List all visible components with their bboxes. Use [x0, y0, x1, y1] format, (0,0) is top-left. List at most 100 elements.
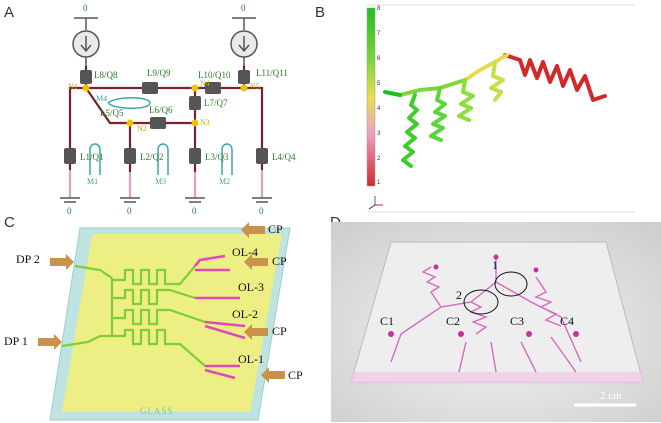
- resistor-l6: [150, 117, 166, 129]
- label-c3: C3: [510, 314, 525, 328]
- label-n1: N1: [68, 82, 78, 91]
- label-n4: N4: [200, 79, 210, 88]
- label-l6: L6/Q6: [149, 105, 173, 115]
- label-m2: M2: [219, 177, 231, 186]
- label-l2: L2/Q2: [140, 152, 164, 162]
- scale-label: 2 cm: [600, 390, 622, 402]
- label-l9: L9/Q9: [147, 68, 171, 78]
- label-c1: C1: [380, 314, 395, 328]
- outlet-ol4: [194, 254, 226, 267]
- label-l4: L4/Q4: [272, 152, 296, 162]
- ground-symbols: [60, 197, 272, 203]
- port-c2: [458, 331, 464, 337]
- arrow-cp-1: [241, 222, 265, 238]
- label-m4: M4: [96, 94, 108, 103]
- meander-m2: [221, 143, 233, 175]
- axis-triad: [368, 196, 383, 210]
- outlet-ol2: [204, 320, 246, 328]
- chip-meander-3: [112, 308, 206, 326]
- circuit-wires-pink: [68, 170, 264, 198]
- resistor-l11: [238, 70, 250, 84]
- pdms-layer: [62, 234, 282, 412]
- colorbar-tick: 8: [377, 6, 381, 12]
- node-n2: [126, 119, 134, 127]
- chip-meander-1: [112, 265, 196, 286]
- port-c1: [388, 331, 394, 337]
- meander-m4: [107, 97, 151, 109]
- port-top-2: [533, 267, 539, 273]
- chip-meander-2: [112, 288, 196, 306]
- ground-1-value: 0: [67, 206, 72, 216]
- resistor-l4: [256, 148, 268, 164]
- photo-channel-outlets: [458, 336, 577, 373]
- channel-meander-4: [489, 60, 505, 102]
- zone-1-label: 1: [492, 258, 498, 272]
- resistor-l8: [80, 70, 92, 84]
- colorbar-tick: 1: [377, 180, 381, 186]
- label-c4: C4: [560, 314, 575, 328]
- resistor-l2: [124, 148, 136, 164]
- photo-meander-center: [469, 301, 489, 335]
- label-c2: C2: [446, 314, 461, 328]
- node-n4: [191, 84, 199, 92]
- meander-m3: [157, 143, 169, 175]
- colorbar-tick: 3: [377, 131, 381, 137]
- label-cp-1: CP: [268, 222, 283, 236]
- chip-meander-4: [112, 328, 206, 367]
- photo-meander-right: [534, 276, 562, 327]
- label-glass: GLASS: [140, 406, 174, 416]
- node-n1: [82, 84, 90, 92]
- current-source-right: [230, 17, 258, 66]
- resistor-l10: [205, 82, 221, 94]
- source-left-value: 0: [83, 3, 88, 13]
- port-c3: [526, 331, 532, 337]
- chip-photo: [331, 222, 661, 422]
- label-cp-4: CP: [288, 368, 303, 382]
- colorbar-tick: 2: [377, 156, 381, 162]
- label-l10: L10/Q10: [198, 70, 231, 80]
- node-n5: [240, 84, 248, 92]
- arrow-dp1: [38, 334, 62, 350]
- colorbar: [366, 7, 376, 187]
- label-dp1: DP 1: [4, 334, 28, 348]
- channel-meander-3: [457, 78, 475, 122]
- channel-main-green: [398, 78, 467, 97]
- label-n2: N2: [137, 124, 147, 133]
- channel-meander-2: [429, 86, 447, 142]
- zone-2-ring: [463, 289, 499, 315]
- inlet-dp2: [74, 264, 113, 279]
- arrow-dp2: [50, 254, 74, 270]
- port-top-3: [493, 254, 499, 260]
- source-right-value: 0: [241, 3, 246, 13]
- colorbar-tick: 7: [377, 31, 381, 37]
- label-n5: N5: [250, 82, 260, 91]
- photo-channel-main: [390, 257, 497, 363]
- label-ol1: OL-1: [238, 352, 264, 366]
- inlet-dp1: [61, 335, 101, 348]
- label-ol2: OL-2: [232, 307, 258, 321]
- zone-2-label: 2: [456, 288, 462, 302]
- panel-a-letter: A: [4, 4, 15, 21]
- arrow-cp-3: [244, 324, 268, 340]
- ground-3-value: 0: [192, 206, 197, 216]
- resistor-l1: [64, 148, 76, 164]
- photo-edge: [351, 372, 643, 384]
- outlet-ol2b: [204, 324, 246, 340]
- label-m1: M1: [87, 177, 99, 186]
- label-l11: L11/Q11: [256, 68, 288, 78]
- label-cp-3: CP: [272, 324, 287, 338]
- label-ol3: OL-3: [238, 280, 264, 294]
- resistor-l9: [142, 82, 158, 94]
- label-ol4: OL-4: [232, 245, 258, 259]
- label-m3: M3: [155, 177, 167, 186]
- current-source-left: [72, 17, 100, 66]
- channel-meander-1: [401, 93, 419, 168]
- arrow-cp-2: [244, 254, 268, 270]
- resistor-l3: [189, 148, 201, 164]
- channel-branch-yellow: [463, 53, 509, 82]
- label-cp-2: CP: [272, 254, 287, 268]
- label-l8: L8/Q8: [94, 70, 118, 80]
- chip-schematic: [38, 222, 291, 421]
- node-n3: [191, 119, 199, 127]
- channel-outlet-red: [503, 53, 607, 102]
